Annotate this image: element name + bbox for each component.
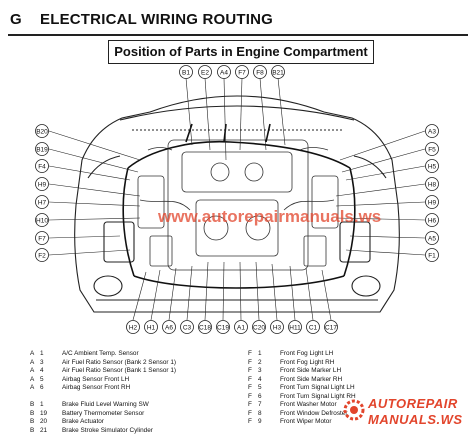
callout-label: C3 (183, 324, 192, 331)
callout-label: F7 (238, 69, 246, 76)
callout-label: F8 (256, 69, 264, 76)
callout-label: C18 (199, 324, 211, 331)
callout-label: H7 (38, 199, 47, 206)
callout-label: F4 (38, 163, 46, 170)
callout-label: H5 (428, 163, 437, 170)
callout-label: H6 (428, 217, 437, 224)
brand-logo: AUTOREPAIR MANUALS.WS (338, 392, 472, 430)
engine-block-sketch (138, 140, 338, 270)
gear-icon (342, 398, 366, 422)
brand-line-1: AUTOREPAIR (368, 396, 458, 411)
callout-label: C17 (325, 324, 337, 331)
callout-label: H11 (289, 324, 301, 331)
callout-label: H9 (38, 181, 47, 188)
callout-label: A4 (220, 69, 228, 76)
callout-label: F5 (428, 146, 436, 153)
callout-label: A5 (428, 235, 436, 242)
callout-label: F7 (38, 235, 46, 242)
callout-label: F2 (38, 252, 46, 259)
callout-label: A1 (237, 324, 245, 331)
callout-label: C19 (217, 324, 229, 331)
callout-label: H8 (428, 181, 437, 188)
watermark-text: www.autorepairmanuals.ws (157, 207, 381, 226)
callout-label: A6 (165, 324, 173, 331)
callout-label: H10 (36, 217, 48, 224)
callout-label: E2 (201, 69, 209, 76)
callout-label: H9 (428, 199, 437, 206)
leader-lines (49, 78, 425, 320)
callout-label: H2 (129, 324, 138, 331)
callouts-top: B1 E2 A4 F7 F8 B21 (180, 66, 285, 79)
callout-label: H1 (147, 324, 156, 331)
callout-label: B1 (182, 69, 190, 76)
callouts-right: A3 F5 H5 H8 H9 H6 A5 F1 (426, 125, 439, 262)
callout-label: C1 (309, 324, 318, 331)
brand-line-2: MANUALS.WS (368, 412, 463, 427)
legend-row-spacer (30, 393, 176, 402)
callout-label: C20 (253, 324, 265, 331)
callout-label: H3 (273, 324, 282, 331)
callout-label: B20 (36, 128, 48, 135)
wiring-harness (123, 124, 355, 288)
callout-label: B19 (36, 146, 48, 153)
callouts-left: B20 B19 F4 H9 H7 H10 F7 F2 (36, 125, 49, 262)
callout-label: B21 (272, 69, 284, 76)
callout-label: A3 (428, 128, 436, 135)
callout-label: F1 (428, 252, 436, 259)
callouts-bottom: H2 H1 A6 C3 C18 C19 A1 C20 H3 H11 C1 C17 (127, 321, 338, 334)
